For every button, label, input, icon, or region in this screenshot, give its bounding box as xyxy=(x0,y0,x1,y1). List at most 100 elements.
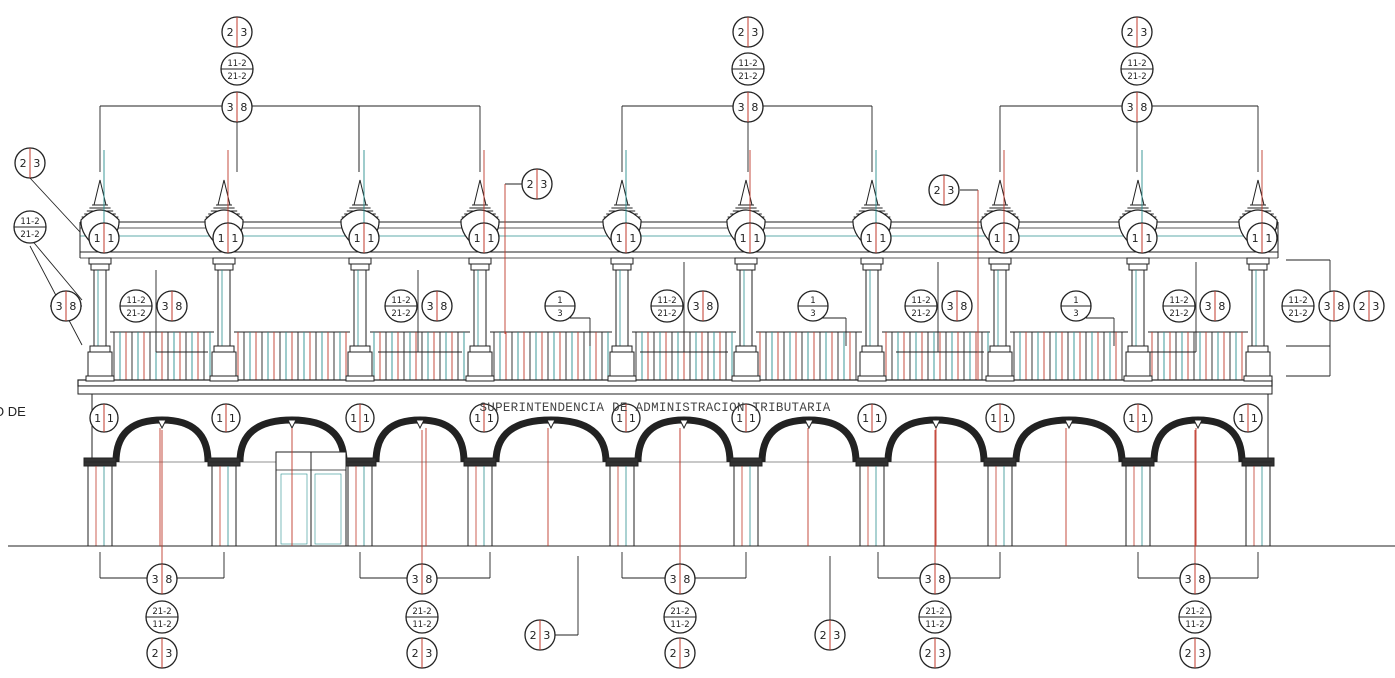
arch xyxy=(112,416,212,463)
post-shaft xyxy=(615,269,629,347)
finish-tag-stacked: 11-221-2 xyxy=(384,289,418,323)
tag-value-right: 8 xyxy=(1218,300,1225,313)
tag-value-top: 1 xyxy=(557,296,562,306)
post-plinth xyxy=(87,351,113,377)
tag-value-right: 8 xyxy=(425,573,432,586)
tag-value-left: 3 xyxy=(925,573,932,586)
tag-value-right: 3 xyxy=(33,157,40,170)
post-capital xyxy=(990,263,1010,271)
post-shaft xyxy=(1131,269,1145,347)
tag-value-left: 3 xyxy=(670,573,677,586)
arcade-pier xyxy=(855,457,889,547)
tag-value-bottom: 21-2 xyxy=(1127,72,1146,82)
tag-value-left: 1 xyxy=(218,232,225,245)
arch-keystone xyxy=(1064,419,1074,430)
post-base xyxy=(611,345,633,353)
arch-inner xyxy=(1020,425,1118,463)
balustrade-panel xyxy=(1010,331,1128,380)
finish-tag-stacked: 11-221-2 xyxy=(904,289,938,323)
arch-keystone xyxy=(287,419,297,430)
tag-value-left: 2 xyxy=(152,647,159,660)
post-capital xyxy=(214,263,234,271)
post-base xyxy=(213,345,235,353)
tag-value-right: 8 xyxy=(175,300,182,313)
tag-value-left: 1 xyxy=(740,232,747,245)
arch xyxy=(1150,416,1246,463)
tag-value-left: 3 xyxy=(1324,300,1331,313)
arcade-pier xyxy=(1121,457,1155,547)
tag-value-top: 21-2 xyxy=(925,607,944,617)
tag-value-left: 1 xyxy=(866,232,873,245)
tag-value-right: 1 xyxy=(879,232,886,245)
arcade-pier xyxy=(343,457,377,547)
tag-value-left: 2 xyxy=(934,184,941,197)
tag-value-top: 11-2 xyxy=(126,296,145,306)
tag-value-left: 3 xyxy=(1127,101,1134,114)
cornice-top xyxy=(77,379,1273,387)
arch xyxy=(1012,416,1126,463)
post-capital xyxy=(1246,257,1270,265)
arch-keystone xyxy=(804,419,814,430)
tag-value-right: 1 xyxy=(1265,232,1272,245)
finish-tag-stacked: 13 xyxy=(797,290,829,322)
post-plinth-cap xyxy=(85,375,115,382)
tag-value-right: 3 xyxy=(240,26,247,39)
arch-keystone xyxy=(546,419,556,430)
tag-value-right: 1 xyxy=(1003,412,1010,425)
tag-value-right: 8 xyxy=(240,101,247,114)
post-plinth xyxy=(467,351,493,377)
column-post xyxy=(726,179,766,382)
tag-value-right: 3 xyxy=(1140,26,1147,39)
tag-value-right: 1 xyxy=(487,232,494,245)
column-post xyxy=(980,179,1020,382)
tag-value-left: 1 xyxy=(1132,232,1139,245)
tag-value-top: 11-2 xyxy=(738,59,757,69)
tag-value-left: 1 xyxy=(474,232,481,245)
tag-value-right: 3 xyxy=(938,647,945,660)
finish-tag-stacked: 21-211-2 xyxy=(1178,600,1212,634)
post-plinth-cap xyxy=(345,375,375,382)
tag-value-left: 1 xyxy=(994,232,1001,245)
post-plinth-cap xyxy=(731,375,761,382)
tag-value-left: 2 xyxy=(20,157,27,170)
finish-tag-stacked: 21-211-2 xyxy=(663,600,697,634)
finish-tag-stacked: 13 xyxy=(544,290,576,322)
facade-structure xyxy=(8,179,1395,547)
tag-value-right: 3 xyxy=(540,178,547,191)
tag-value-right: 8 xyxy=(706,300,713,313)
tag-value-bottom: 21-2 xyxy=(911,309,930,319)
tag-value-right: 8 xyxy=(960,300,967,313)
post-plinth xyxy=(211,351,237,377)
post-base xyxy=(89,345,111,353)
pier-shaft xyxy=(859,465,885,547)
pier-shaft xyxy=(467,465,493,547)
arch xyxy=(236,416,348,463)
pier-shaft xyxy=(1125,465,1151,547)
finish-tag-stacked: 11-221-2 xyxy=(13,210,47,244)
tag-value-top: 1 xyxy=(810,296,815,306)
tag-value-left: 2 xyxy=(412,647,419,660)
arch xyxy=(634,416,734,463)
column-post xyxy=(340,179,380,382)
tag-value-right: 3 xyxy=(165,647,172,660)
tag-value-left: 3 xyxy=(738,101,745,114)
tag-value-left: 3 xyxy=(227,101,234,114)
tag-value-top: 11-2 xyxy=(1169,296,1188,306)
tag-value-bottom: 21-2 xyxy=(391,309,410,319)
finish-tag-stacked: 21-211-2 xyxy=(405,600,439,634)
